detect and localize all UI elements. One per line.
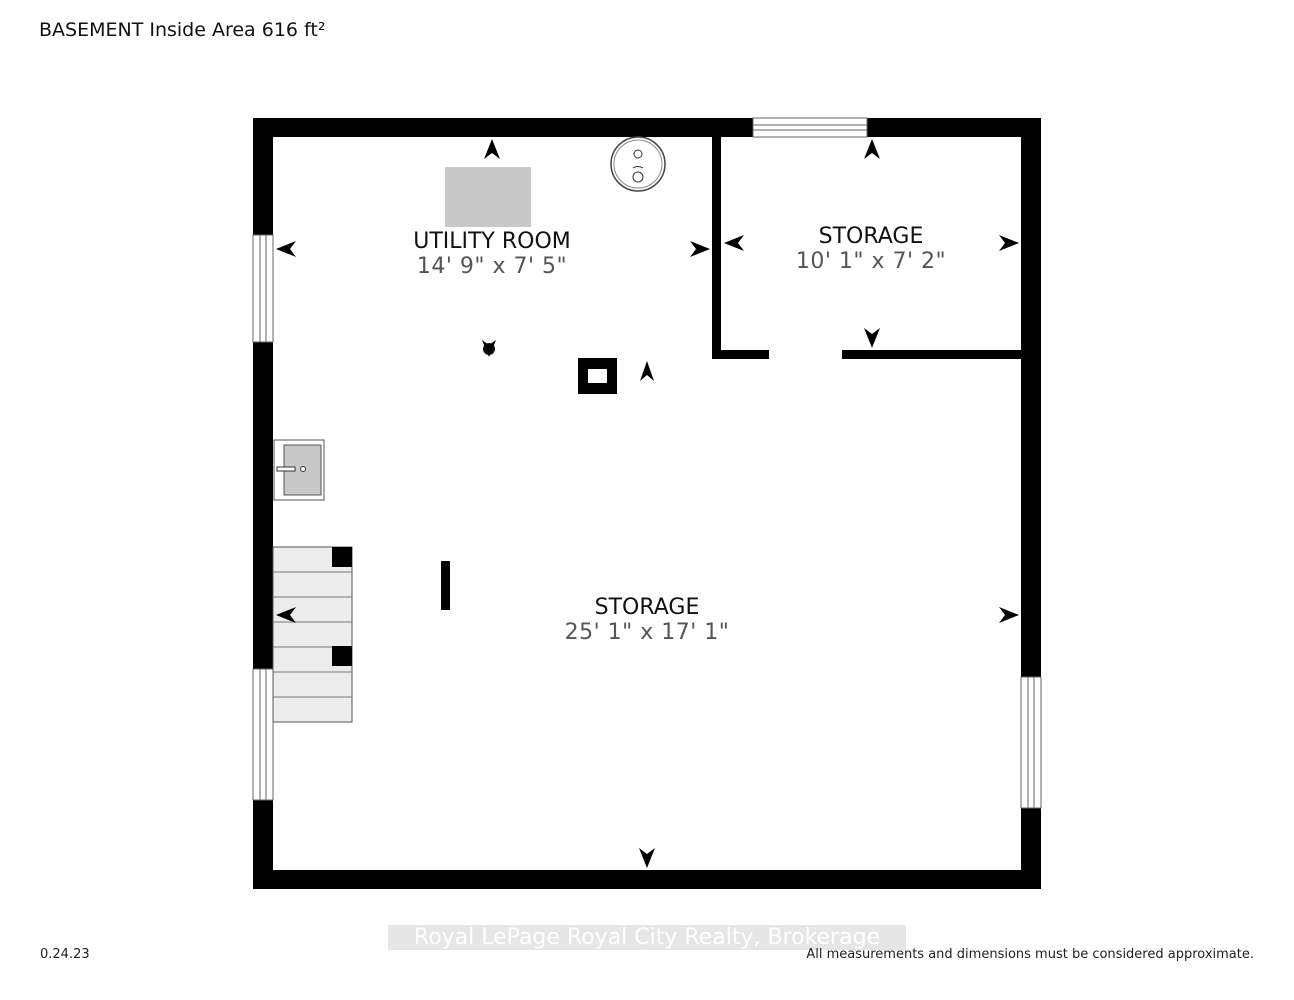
laundry-sink <box>273 439 325 501</box>
view-arrows <box>276 139 1019 868</box>
floor-title: BASEMENT Inside Area 616 ft² <box>39 19 326 41</box>
room-dimensions-utility: 14' 9" x 7' 5" <box>417 254 567 279</box>
arrow-down-icon <box>639 848 655 868</box>
arrow-down-icon <box>864 328 880 348</box>
water-heater <box>610 136 666 192</box>
brokerage-watermark: Royal LePage Royal City Realty, Brokerag… <box>388 925 906 950</box>
arrow-up-icon <box>484 139 500 159</box>
room-name-storage-main: STORAGE <box>595 595 700 620</box>
version-label: 0.24.23 <box>40 947 90 962</box>
windows <box>252 117 1042 809</box>
chimney <box>578 358 617 394</box>
arrow-right-icon <box>690 241 710 257</box>
stairs <box>272 546 353 723</box>
window-left-lower <box>252 668 274 801</box>
furnace-fixture <box>445 167 531 227</box>
arrow-right-icon <box>999 235 1019 251</box>
room-dimensions-storage-small: 10' 1" x 7' 2" <box>796 249 946 274</box>
window-top <box>752 117 868 138</box>
arrow-left-icon <box>724 235 744 251</box>
arrow-up-icon <box>640 361 654 381</box>
arrow-down-icon <box>482 340 496 357</box>
room-name-storage-small: STORAGE <box>819 224 924 249</box>
room-name-utility: UTILITY ROOM <box>413 229 571 254</box>
arrow-left-icon <box>276 241 296 257</box>
window-right <box>1020 676 1042 809</box>
support-post <box>441 561 450 610</box>
arrow-up-icon <box>864 139 880 159</box>
arrow-right-icon <box>999 607 1019 623</box>
room-dimensions-storage-main: 25' 1" x 17' 1" <box>565 620 730 645</box>
arrow-left-icon <box>276 607 296 623</box>
disclaimer-text: All measurements and dimensions must be … <box>806 947 1254 962</box>
window-left-upper <box>252 234 274 343</box>
